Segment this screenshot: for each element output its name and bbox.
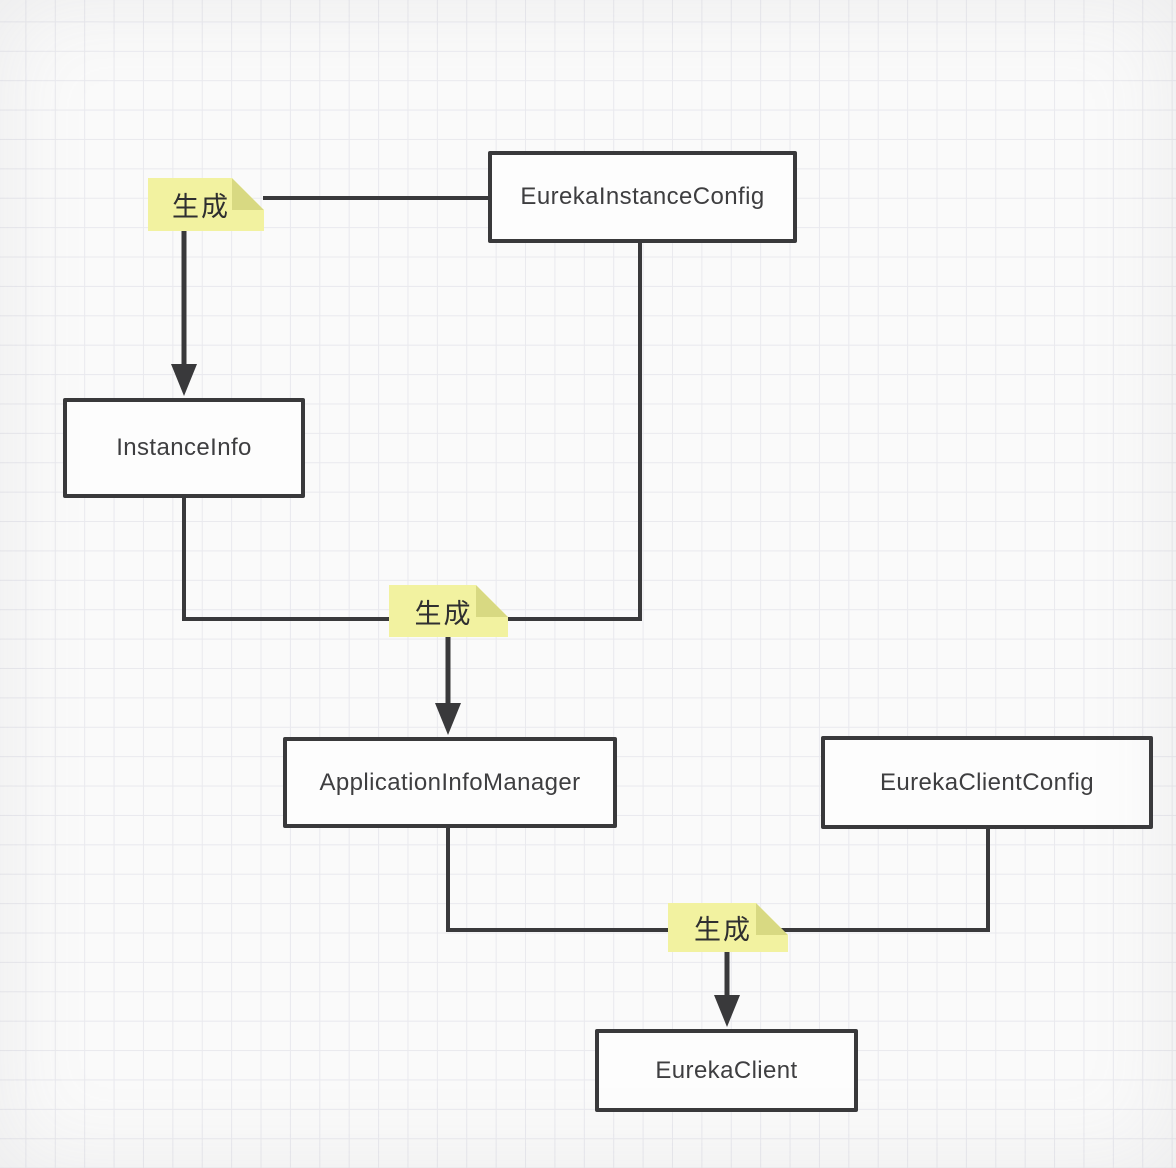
note-label: 生成 (694, 915, 752, 945)
arrow-note3-to-eurekaclient (714, 952, 740, 1027)
note-label: 生成 (172, 192, 230, 222)
node-label: EurekaClient (655, 1056, 798, 1084)
arrowhead-down-icon (714, 995, 740, 1027)
node-eureka-client-config: EurekaClientConfig (821, 736, 1153, 829)
node-instance-info: InstanceInfo (63, 398, 305, 498)
node-application-info-manager: ApplicationInfoManager (283, 737, 617, 828)
node-eureka-client: EurekaClient (595, 1029, 858, 1112)
node-label: EurekaInstanceConfig (520, 183, 765, 210)
node-label: EurekaClientConfig (880, 768, 1094, 796)
arrowhead-down-icon (171, 364, 197, 396)
node-label: InstanceInfo (116, 434, 252, 461)
node-eureka-instance-config: EurekaInstanceConfig (488, 151, 797, 243)
node-label: ApplicationInfoManager (319, 768, 581, 796)
arrowhead-down-icon (435, 703, 461, 735)
arrow-note1-to-instanceinfo (171, 231, 197, 396)
arrow-note2-to-appinfomanager (435, 637, 461, 735)
sticky-note-generate-3: 生成 (668, 903, 788, 952)
note-label: 生成 (414, 598, 473, 629)
